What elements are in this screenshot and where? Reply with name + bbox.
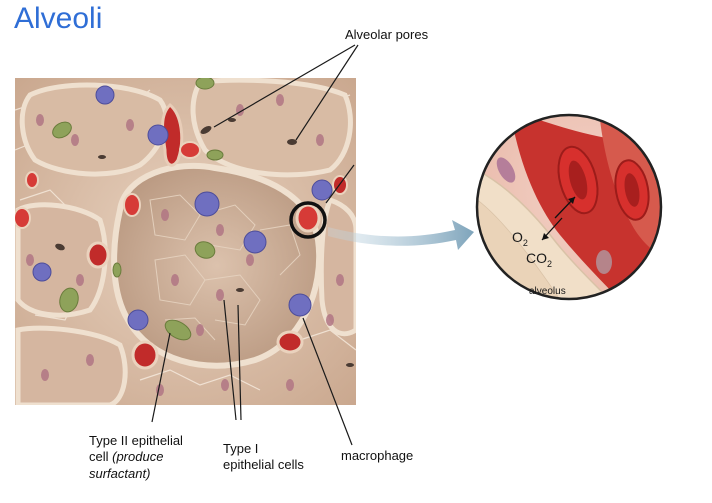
label-type2-line1: Type II epithelial [89,433,183,448]
cell-nuclei [26,94,344,396]
inset-border [475,113,663,301]
label-alveolar-pores: Alveolar pores [345,27,429,42]
label-o2-text: O [512,229,523,245]
page-title: Alveoli [14,2,103,35]
highlight-ring [289,201,327,239]
type-ii-cells [52,78,224,341]
zoom-arrow [328,220,474,250]
label-macrophage: macrophage [341,448,414,463]
label-alveolus: alveolus [529,286,566,297]
label-type2-line2-italic: (produce [112,449,164,465]
macrophages [32,85,333,331]
label-type2-line3: surfactant) [89,465,151,481]
capillaries [15,102,348,370]
label-co2: CO2 [526,250,552,269]
label-type1-line1: Type I [223,441,259,456]
tissue-panel [15,78,356,405]
label-type1-cells: Type I epithelial cells [223,441,304,474]
leader-lines [151,44,359,446]
label-co2-text: CO [526,250,547,266]
label-type2-line2: cell (produce [89,449,183,465]
label-type1-line2: epithelial cells [223,457,304,473]
label-o2: O2 [512,229,528,248]
label-type2-line2-prefix: cell [89,449,113,465]
label-o2-sub: 2 [522,237,528,248]
alveolar-pores [55,118,354,367]
label-type2-cell: Type II epithelial cell (produce surfact… [89,433,183,482]
label-co2-sub: 2 [547,258,553,269]
